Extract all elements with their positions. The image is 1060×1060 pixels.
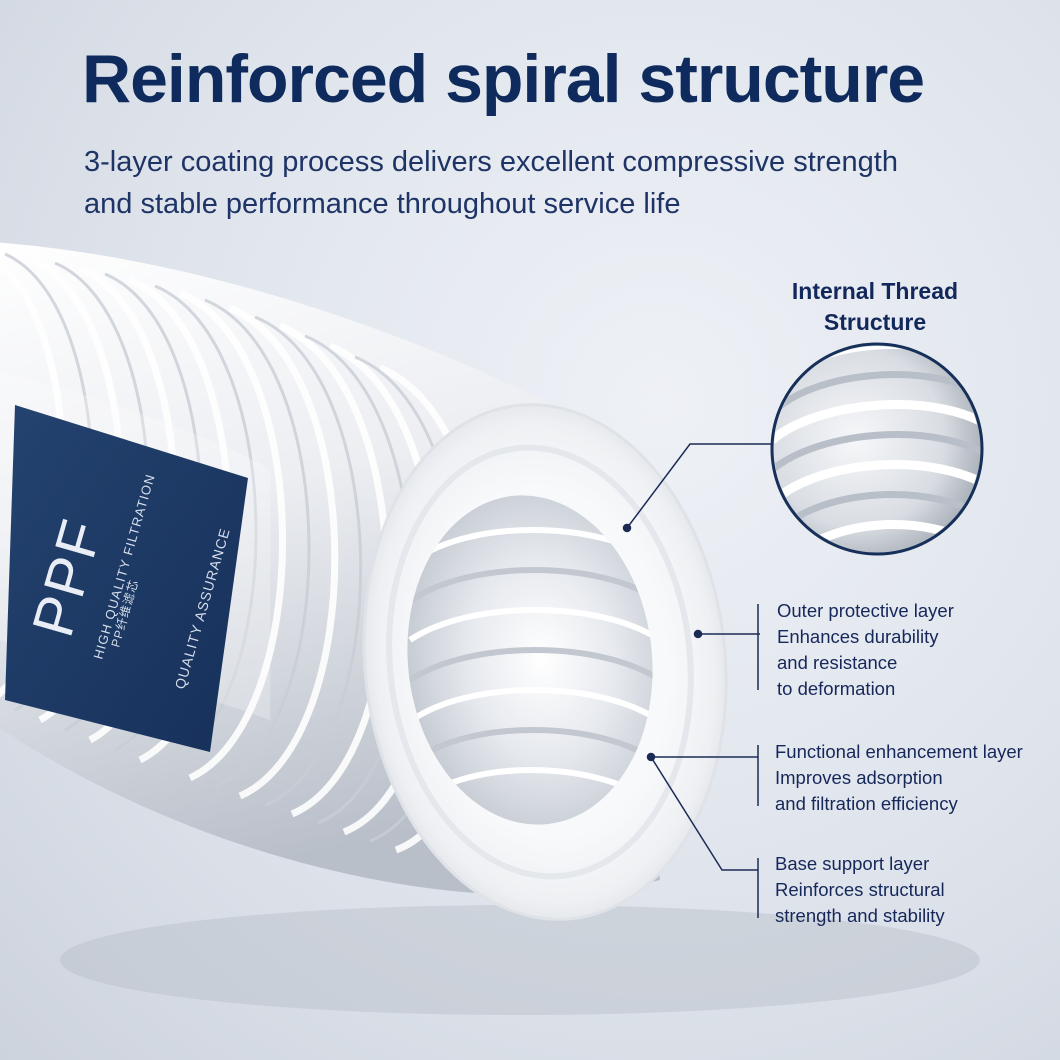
thread-inset-title-line-1: Internal Thread [791, 278, 959, 304]
callout-outer-layer: Outer protective layer Enhances durabili… [777, 598, 954, 702]
callout-base-line-2: strength and stability [775, 905, 945, 926]
thread-inset-border [770, 342, 984, 556]
label-sticker: PPF HIGH QUALITY FILTRATION PP纤维滤芯 QUALI… [5, 405, 248, 752]
thread-inset-title-line-2: Structure [823, 309, 927, 335]
leader-lines [622, 443, 773, 918]
leader-base [650, 756, 758, 871]
floor-shadow [60, 905, 980, 1015]
callout-base-line-1: Reinforces structural [775, 879, 945, 900]
callout-functional-line-2: and filtration efficiency [775, 793, 958, 814]
leader-inset [626, 443, 773, 529]
callout-functional-layer: Functional enhancement layer Improves ad… [775, 739, 1023, 817]
callout-outer-title: Outer protective layer [777, 600, 954, 621]
callout-outer-line-3: to deformation [777, 678, 896, 699]
callout-outer-line-2: and resistance [777, 652, 898, 673]
headline-subtitle-line-2: and stable performance throughout servic… [84, 188, 681, 220]
callout-base-title: Base support layer [775, 853, 930, 874]
callout-functional-title: Functional enhancement layer [775, 741, 1023, 762]
callout-base-layer: Base support layer Reinforces structural… [775, 851, 945, 929]
headline-title: Reinforced spiral structure [82, 41, 925, 117]
thread-inset-title: Internal Thread Structure [760, 276, 990, 338]
callout-outer-line-1: Enhances durability [777, 626, 939, 647]
headline-subtitle-line-1: 3-layer coating process delivers excelle… [84, 146, 898, 178]
callout-functional-line-1: Improves adsorption [775, 767, 943, 788]
end-face-ring [386, 444, 694, 880]
